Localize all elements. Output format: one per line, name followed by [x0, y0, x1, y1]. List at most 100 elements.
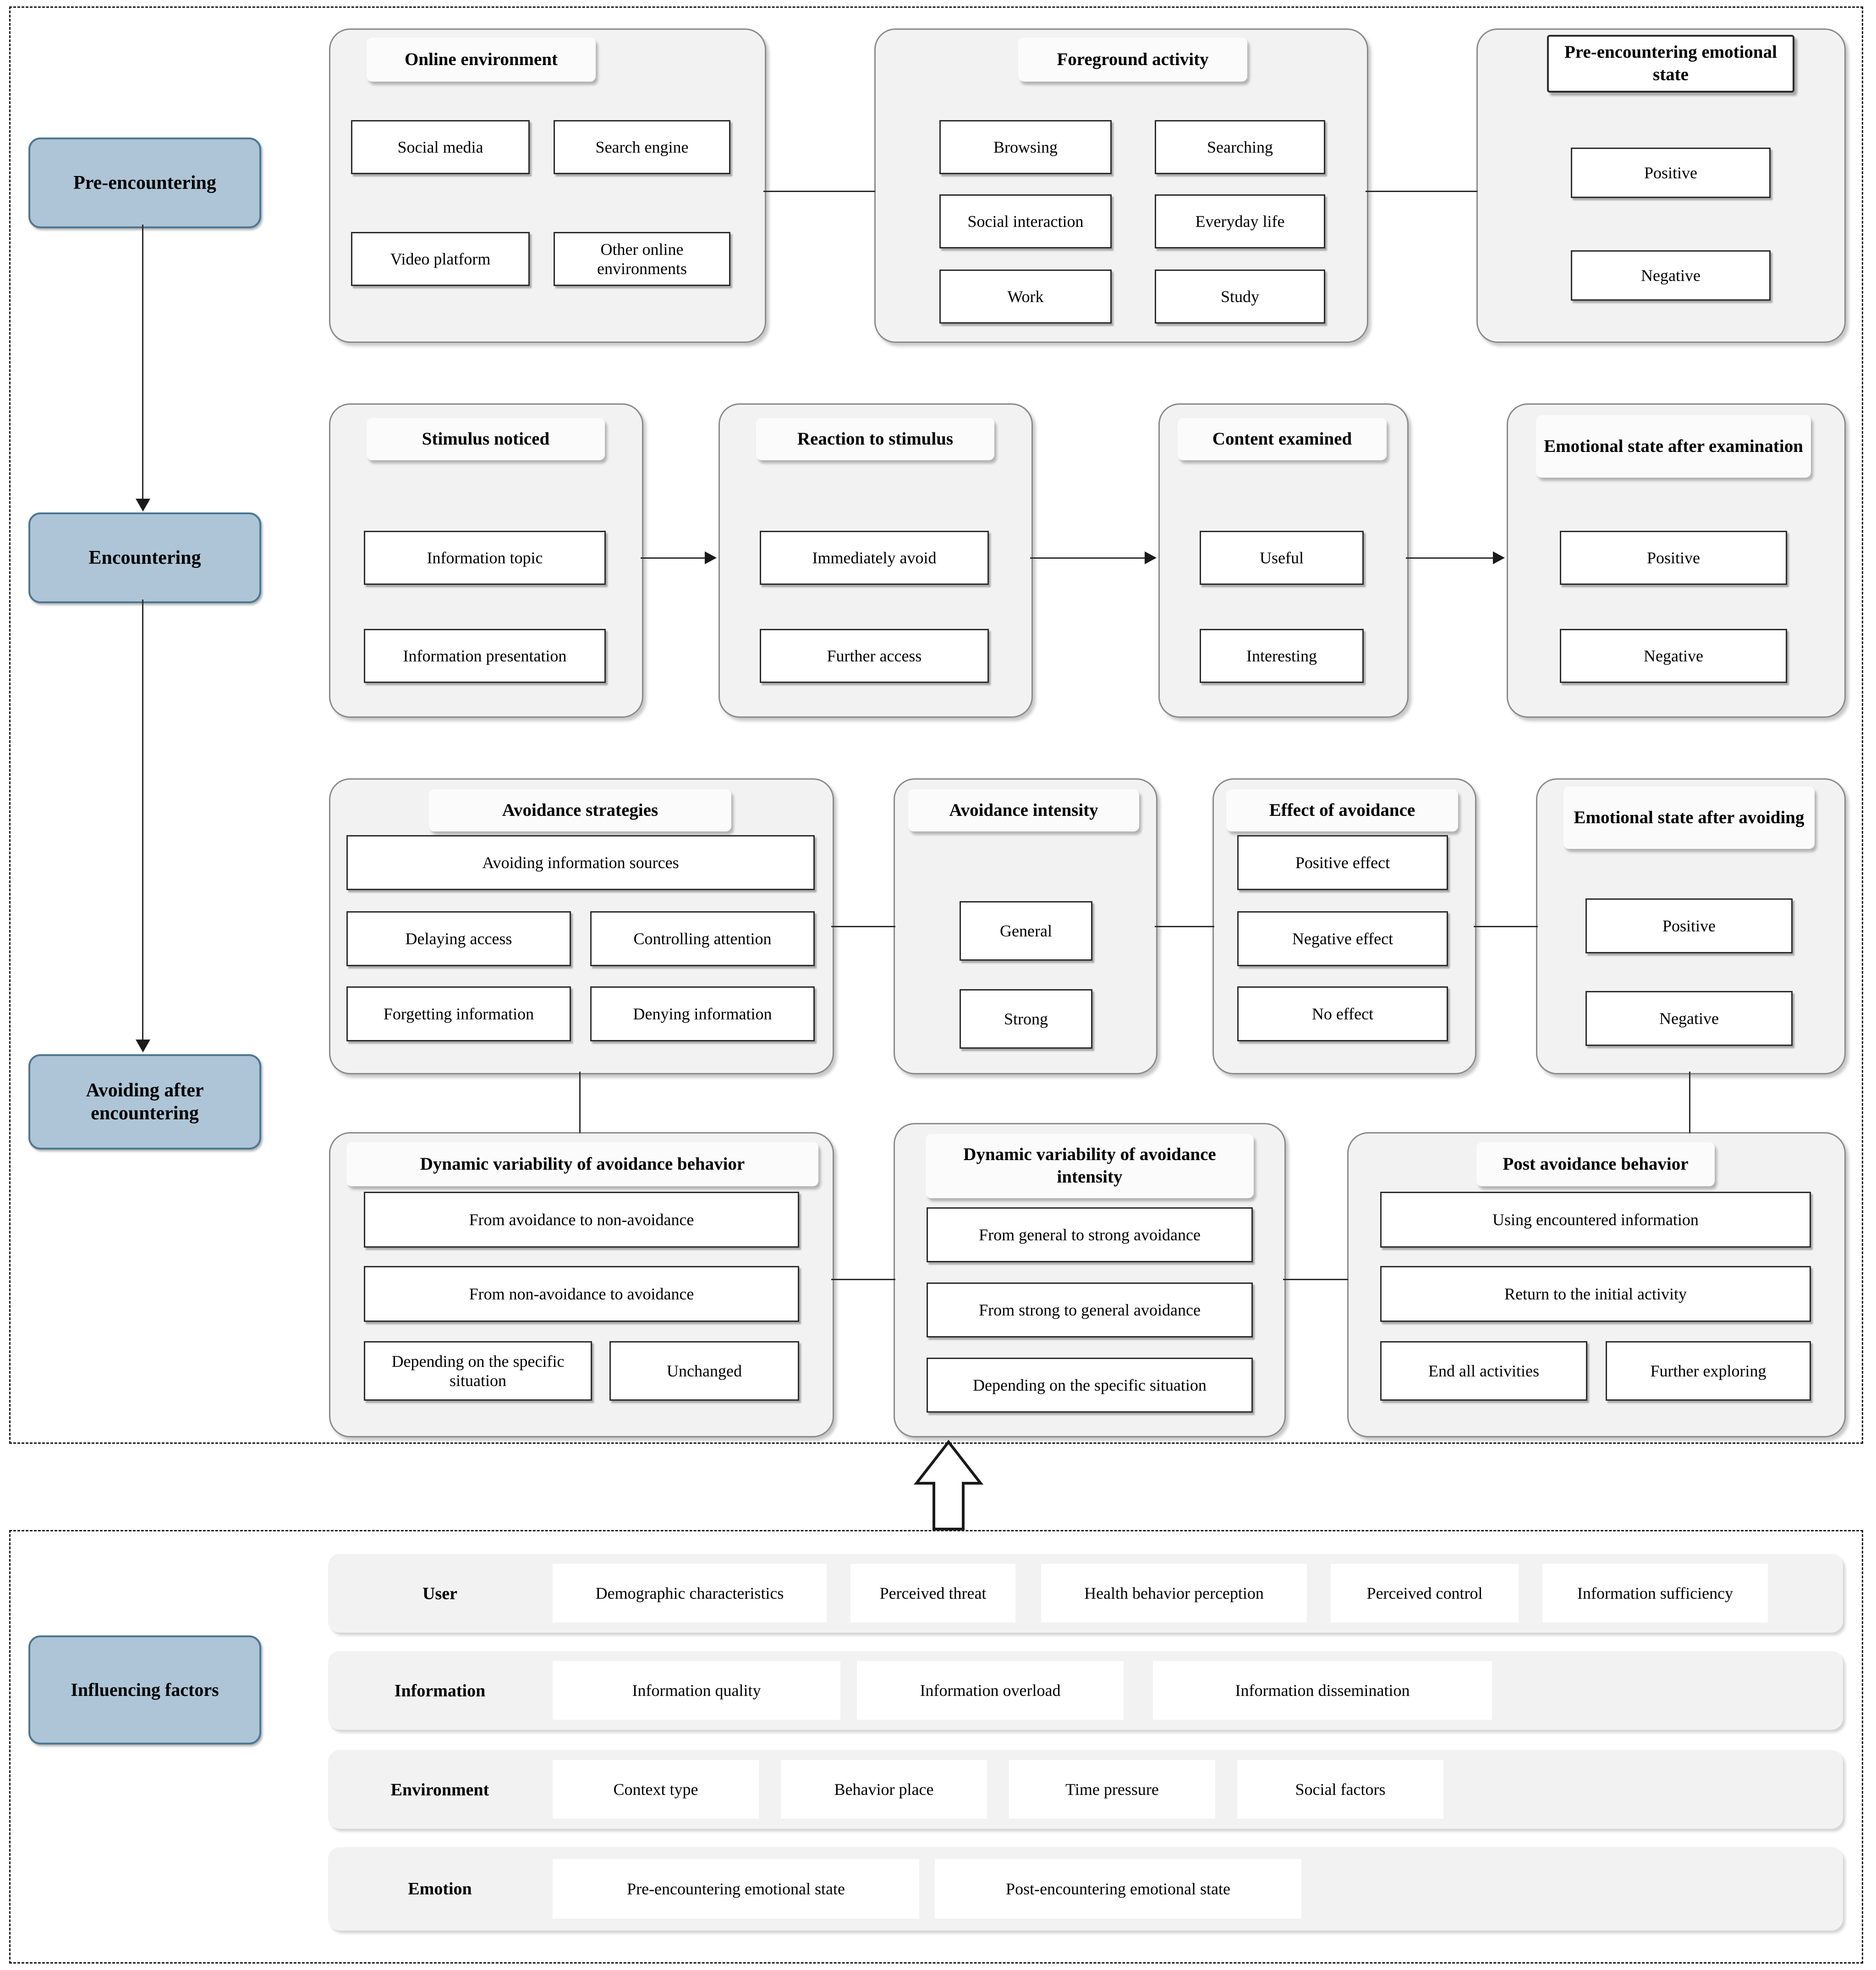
factor-label-environment: Environment	[390, 1780, 489, 1799]
item-information-topic[interactable]: Information topic	[364, 531, 606, 585]
factor-chip-perceived-threat[interactable]: Perceived threat	[850, 1564, 1015, 1623]
item-pre-emotional-positive[interactable]: Positive	[1571, 148, 1771, 198]
item-search-engine[interactable]: Search engine	[554, 120, 730, 174]
item-interesting[interactable]: Interesting	[1200, 629, 1364, 683]
item-social-interaction[interactable]: Social interaction	[939, 194, 1112, 248]
connector-content-to-after-exam	[1406, 557, 1495, 559]
group-title-avoidance-intensity: Avoidance intensity	[908, 789, 1139, 831]
item-from-strong-to-general-avoidance[interactable]: From strong to general avoidance	[927, 1282, 1253, 1337]
item-avoiding-information-sources[interactable]: Avoiding information sources	[346, 835, 815, 890]
stage-avoiding-after-encountering[interactable]: Avoiding after encountering	[28, 1054, 261, 1150]
influencing-factors-label: Influencing factors	[71, 1679, 219, 1700]
group-title-emotional-state-after-avoiding: Emotional state after avoiding	[1563, 787, 1815, 849]
group-title-avoidance-strategies: Avoidance strategies	[429, 789, 731, 831]
item-searching[interactable]: Searching	[1155, 120, 1325, 174]
connector-pre-to-encountering	[142, 225, 143, 500]
connector-stimulus-to-reaction	[641, 557, 707, 559]
group-title-online-environment: Online environment	[367, 38, 596, 82]
connector-reaction-to-content	[1030, 557, 1146, 559]
arrowhead-pre-to-encountering	[136, 499, 150, 512]
group-title-content-examined: Content examined	[1178, 418, 1387, 460]
item-using-encountered-information[interactable]: Using encountered information	[1380, 1192, 1811, 1248]
influence-arrow-up	[912, 1439, 985, 1531]
item-denying-information[interactable]: Denying information	[590, 986, 815, 1041]
process-section-outline	[9, 6, 1863, 1444]
factor-chip-information-overload[interactable]: Information overload	[857, 1661, 1124, 1720]
connector-behavior-to-intensity-variability	[831, 1279, 895, 1280]
factor-chip-context-type[interactable]: Context type	[553, 1760, 759, 1819]
item-after-avoid-negative[interactable]: Negative	[1585, 991, 1793, 1046]
factor-chip-information-dissemination[interactable]: Information dissemination	[1153, 1661, 1492, 1720]
item-video-platform[interactable]: Video platform	[351, 232, 530, 286]
group-title-dynamic-variability-of-avoidance-behavior: Dynamic variability of avoidance behavio…	[346, 1142, 818, 1186]
item-return-to-the-initial-activity[interactable]: Return to the initial activity	[1380, 1266, 1811, 1322]
group-title-foreground-activity: Foreground activity	[1018, 38, 1247, 82]
factor-chip-behavior-place[interactable]: Behavior place	[781, 1760, 987, 1819]
group-title-dynamic-variability-of-avoidance-intensity: Dynamic variability of avoidance intensi…	[926, 1134, 1254, 1198]
factor-chip-post-encountering-emotional-state[interactable]: Post-encountering emotional state	[935, 1859, 1301, 1919]
item-after-avoid-positive[interactable]: Positive	[1585, 898, 1793, 953]
group-title-emotional-state-after-examination: Emotional state after examination	[1536, 415, 1811, 478]
factor-label-emotion: Emotion	[408, 1879, 472, 1898]
item-useful[interactable]: Useful	[1200, 531, 1364, 585]
item-end-all-activities[interactable]: End all activities	[1380, 1341, 1587, 1401]
item-immediately-avoid[interactable]: Immediately avoid	[760, 531, 989, 585]
group-title-stimulus-noticed: Stimulus noticed	[367, 418, 605, 460]
connector-encountering-to-avoiding	[142, 600, 143, 1040]
item-intensity-depending-on-situation[interactable]: Depending on the specific situation	[927, 1358, 1253, 1413]
stage-avoiding-after-encountering-label: Avoiding after encountering	[86, 1079, 204, 1124]
item-from-non-avoidance-to-avoidance[interactable]: From non-avoidance to avoidance	[364, 1266, 799, 1322]
item-controlling-attention[interactable]: Controlling attention	[590, 911, 815, 966]
influencing-factors-section-outline	[9, 1530, 1863, 1964]
item-delaying-access[interactable]: Delaying access	[346, 911, 571, 966]
item-from-general-to-strong-avoidance[interactable]: From general to strong avoidance	[927, 1207, 1253, 1262]
stage-pre-encountering[interactable]: Pre-encountering	[28, 138, 261, 228]
item-further-exploring[interactable]: Further exploring	[1606, 1341, 1811, 1401]
item-social-media[interactable]: Social media	[351, 120, 530, 174]
connector-foreground-to-pre-emotional	[1366, 191, 1477, 192]
item-no-effect[interactable]: No effect	[1237, 986, 1448, 1041]
connector-online-to-foreground	[763, 191, 875, 192]
arrowhead-encountering-to-avoiding	[136, 1040, 150, 1052]
item-unchanged[interactable]: Unchanged	[609, 1341, 799, 1401]
connector-intensity-variability-to-post-behavior	[1283, 1279, 1348, 1280]
item-positive-effect[interactable]: Positive effect	[1237, 835, 1448, 890]
factor-label-information: Information	[394, 1681, 486, 1700]
factor-chip-demographic-characteristics[interactable]: Demographic characteristics	[553, 1564, 827, 1623]
item-after-exam-negative[interactable]: Negative	[1560, 629, 1787, 683]
item-behavior-depending-on-situation[interactable]: Depending on the specific situation	[364, 1341, 592, 1401]
factor-chip-information-quality[interactable]: Information quality	[553, 1661, 840, 1720]
arrowhead-content-to-after-exam	[1493, 551, 1505, 564]
item-information-presentation[interactable]: Information presentation	[364, 629, 606, 683]
item-intensity-general[interactable]: General	[960, 901, 1092, 961]
connector-after-avoid-to-post-behavior	[1689, 1072, 1690, 1133]
item-everyday-life[interactable]: Everyday life	[1155, 194, 1325, 248]
group-title-post-avoidance-behavior: Post avoidance behavior	[1476, 1142, 1715, 1186]
connector-strategies-to-intensity	[831, 926, 895, 927]
connector-strategies-to-behavior-variability	[579, 1072, 581, 1133]
stage-encountering-label: Encountering	[88, 547, 201, 568]
arrowhead-reaction-to-content	[1145, 551, 1157, 564]
item-intensity-strong[interactable]: Strong	[960, 989, 1092, 1049]
item-forgetting-information[interactable]: Forgetting information	[346, 986, 571, 1041]
item-after-exam-positive[interactable]: Positive	[1560, 531, 1787, 585]
item-pre-emotional-negative[interactable]: Negative	[1571, 250, 1771, 301]
factor-chip-perceived-control[interactable]: Perceived control	[1331, 1564, 1519, 1623]
item-browsing[interactable]: Browsing	[939, 120, 1112, 174]
item-work[interactable]: Work	[939, 270, 1112, 324]
factor-chip-pre-encountering-emotional-state[interactable]: Pre-encountering emotional state	[553, 1859, 919, 1919]
factor-chip-social-factors[interactable]: Social factors	[1237, 1760, 1443, 1819]
influencing-factors-pill[interactable]: Influencing factors	[28, 1635, 261, 1744]
item-further-access[interactable]: Further access	[760, 629, 989, 683]
item-from-avoidance-to-non-avoidance[interactable]: From avoidance to non-avoidance	[364, 1192, 799, 1248]
group-title-reaction-to-stimulus: Reaction to stimulus	[756, 418, 994, 460]
stage-encountering[interactable]: Encountering	[28, 512, 261, 603]
factor-chip-health-behavior-perception[interactable]: Health behavior perception	[1041, 1564, 1307, 1623]
factor-label-user: User	[422, 1584, 457, 1603]
factor-chip-time-pressure[interactable]: Time pressure	[1009, 1760, 1215, 1819]
item-other-online-environments[interactable]: Other online environments	[554, 232, 730, 286]
item-study[interactable]: Study	[1155, 270, 1325, 324]
stage-pre-encountering-label: Pre-encountering	[73, 172, 216, 193]
factor-chip-information-sufficiency[interactable]: Information sufficiency	[1542, 1564, 1768, 1623]
item-negative-effect[interactable]: Negative effect	[1237, 911, 1448, 966]
